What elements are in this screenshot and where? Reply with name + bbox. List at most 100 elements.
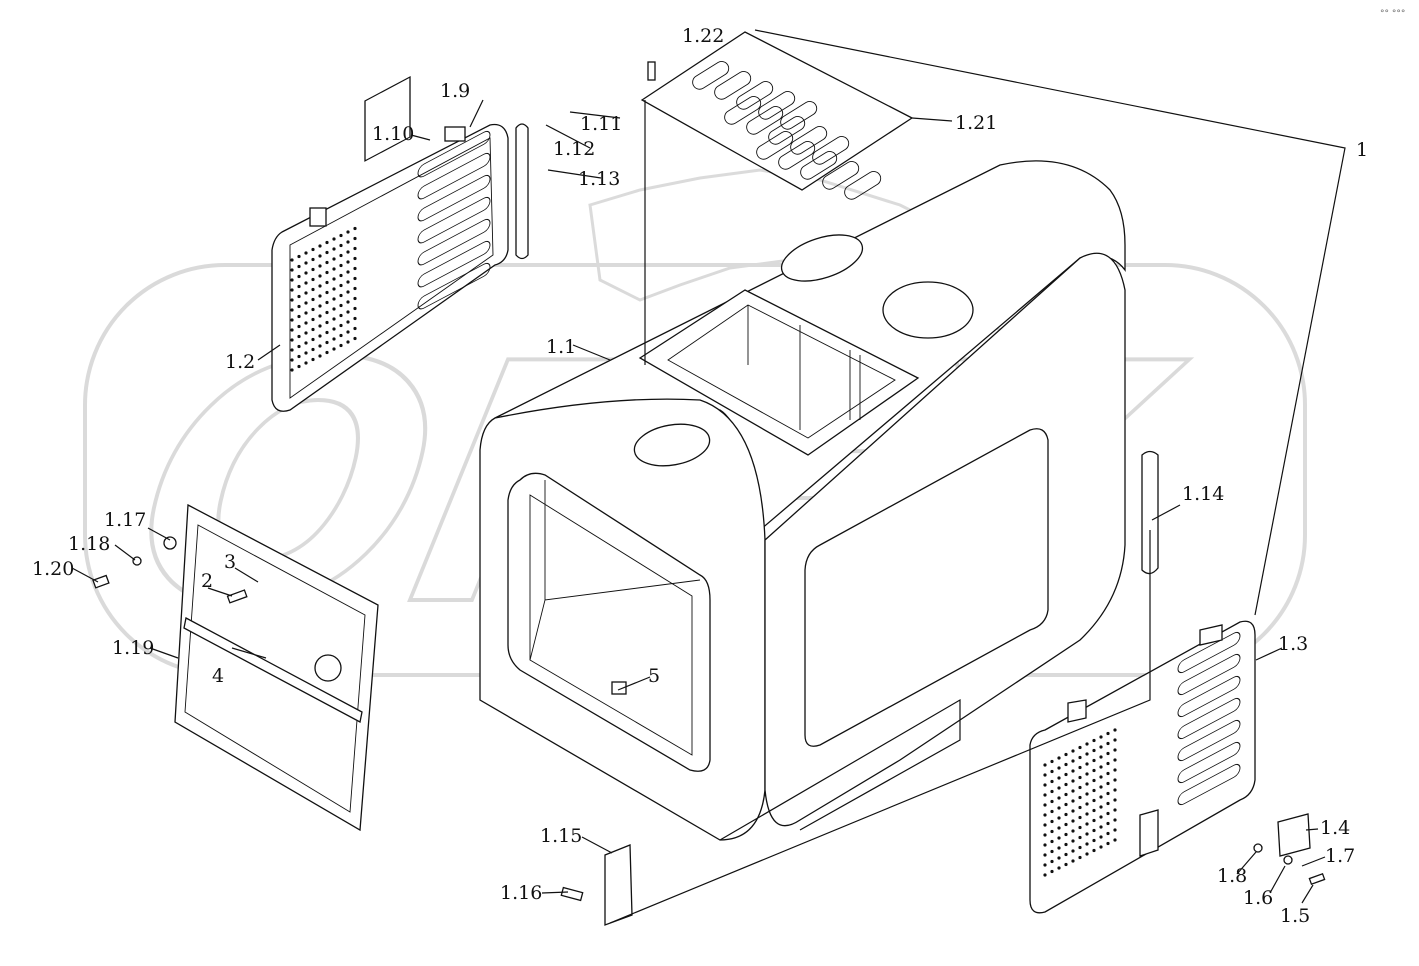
perforation-hole <box>1113 838 1117 842</box>
perforation-hole <box>1113 728 1117 732</box>
perforation-hole <box>325 350 329 355</box>
perforation-hole <box>1050 859 1054 864</box>
perforation-hole <box>1064 772 1068 777</box>
perforation-hole <box>297 354 301 359</box>
perforation-hole <box>1064 802 1068 807</box>
roof-opening-oval <box>780 234 864 282</box>
perforation-hole <box>325 320 329 325</box>
callout-1-1: 1.1 <box>546 336 576 358</box>
left-door-frame <box>271 123 509 412</box>
perforation-hole <box>311 277 315 282</box>
perforation-hole <box>339 263 343 268</box>
callout-1-19: 1.19 <box>112 637 154 659</box>
perforation-hole <box>297 324 301 329</box>
louver-slot <box>800 150 838 180</box>
perforation-hole <box>325 250 329 255</box>
perforation-hole <box>290 338 294 342</box>
perforation-hole <box>1092 818 1096 823</box>
perforation-hole <box>1064 792 1068 797</box>
louver-slot <box>844 170 882 200</box>
perforation-hole <box>1057 836 1061 840</box>
roof-opening-round <box>882 281 974 339</box>
right-door-hinge <box>1067 624 1223 723</box>
perforation-hole <box>1071 809 1075 813</box>
perforation-hole <box>1071 849 1075 853</box>
callout-4: 4 <box>212 665 224 687</box>
perforation-hole <box>346 280 350 284</box>
front-panel-frame <box>174 503 379 832</box>
perforation-hole <box>332 257 336 261</box>
left-door-louvers <box>417 130 491 310</box>
perforation-hole <box>1106 781 1110 786</box>
perforation-hole <box>1057 806 1061 810</box>
perforation-hole <box>1099 825 1103 829</box>
perforation-hole <box>1092 758 1096 763</box>
perforation-hole <box>346 290 350 294</box>
perforation-hole <box>290 348 294 352</box>
perforation-hole <box>304 341 308 345</box>
roof-vent-louvers <box>692 60 882 200</box>
door-louver-slot <box>1177 697 1241 740</box>
door-louver-slot <box>1177 675 1241 718</box>
roof-hatch-inner <box>667 304 896 439</box>
bolt-1-5 <box>1308 872 1326 886</box>
perforation-hole <box>1078 805 1082 810</box>
perforation-hole <box>346 320 350 324</box>
perforation-hole <box>1043 793 1047 797</box>
bolt-5 <box>611 681 627 695</box>
perforation-hole <box>297 274 301 279</box>
perforation-hole <box>1043 863 1047 867</box>
perforation-hole <box>1113 808 1117 812</box>
perforation-hole <box>290 328 294 332</box>
perforation-hole <box>1106 801 1110 806</box>
perforation-hole <box>1113 828 1117 832</box>
perforation-hole <box>353 336 357 341</box>
perforation-hole <box>332 327 336 331</box>
callout-1-12: 1.12 <box>553 138 595 160</box>
callout-1-5: 1.5 <box>1280 905 1310 927</box>
perforation-hole <box>1043 873 1047 877</box>
perforation-hole <box>304 311 308 315</box>
perforation-hole <box>1078 765 1082 770</box>
perforation-hole <box>297 284 301 289</box>
perforation-hole <box>1092 748 1096 753</box>
perforation-hole <box>325 300 329 305</box>
callout-1-6: 1.6 <box>1243 887 1273 909</box>
perforation-hole <box>318 274 322 278</box>
perforation-hole <box>1050 779 1054 784</box>
perforation-hole <box>1064 762 1068 767</box>
perforation-hole <box>1078 855 1082 860</box>
perforation-hole <box>1050 789 1054 794</box>
perforation-hole <box>290 288 294 292</box>
perforation-hole <box>1071 819 1075 823</box>
door-louver-slot <box>417 240 491 288</box>
perforation-hole <box>318 344 322 348</box>
perforation-hole <box>1057 776 1061 780</box>
louver-slot <box>736 80 774 110</box>
left-side-door <box>271 76 509 412</box>
perforation-hole <box>353 286 357 291</box>
door-louver-slot <box>1177 763 1241 806</box>
perforation-hole <box>1092 788 1096 793</box>
perforation-hole <box>311 257 315 262</box>
callout-5: 5 <box>648 665 660 687</box>
perforation-hole <box>1106 821 1110 826</box>
perforation-hole <box>1099 755 1103 759</box>
louver-slot <box>790 125 828 155</box>
left-door-latch <box>364 76 411 162</box>
perforation-hole <box>1057 756 1061 760</box>
perforation-hole <box>1092 828 1096 833</box>
perforation-hole <box>353 316 357 321</box>
perforation-hole <box>1099 775 1103 779</box>
callout-1-13: 1.13 <box>578 168 620 190</box>
front-roof-opening <box>633 423 711 467</box>
perforation-hole <box>297 314 301 319</box>
perforation-hole <box>290 298 294 302</box>
right-side-door <box>1029 620 1256 914</box>
perforation-hole <box>311 317 315 322</box>
perforation-hole <box>346 310 350 314</box>
perforation-hole <box>1099 845 1103 849</box>
perforation-hole <box>353 266 357 271</box>
cab-body <box>479 160 1126 841</box>
perforation-hole <box>297 364 301 369</box>
